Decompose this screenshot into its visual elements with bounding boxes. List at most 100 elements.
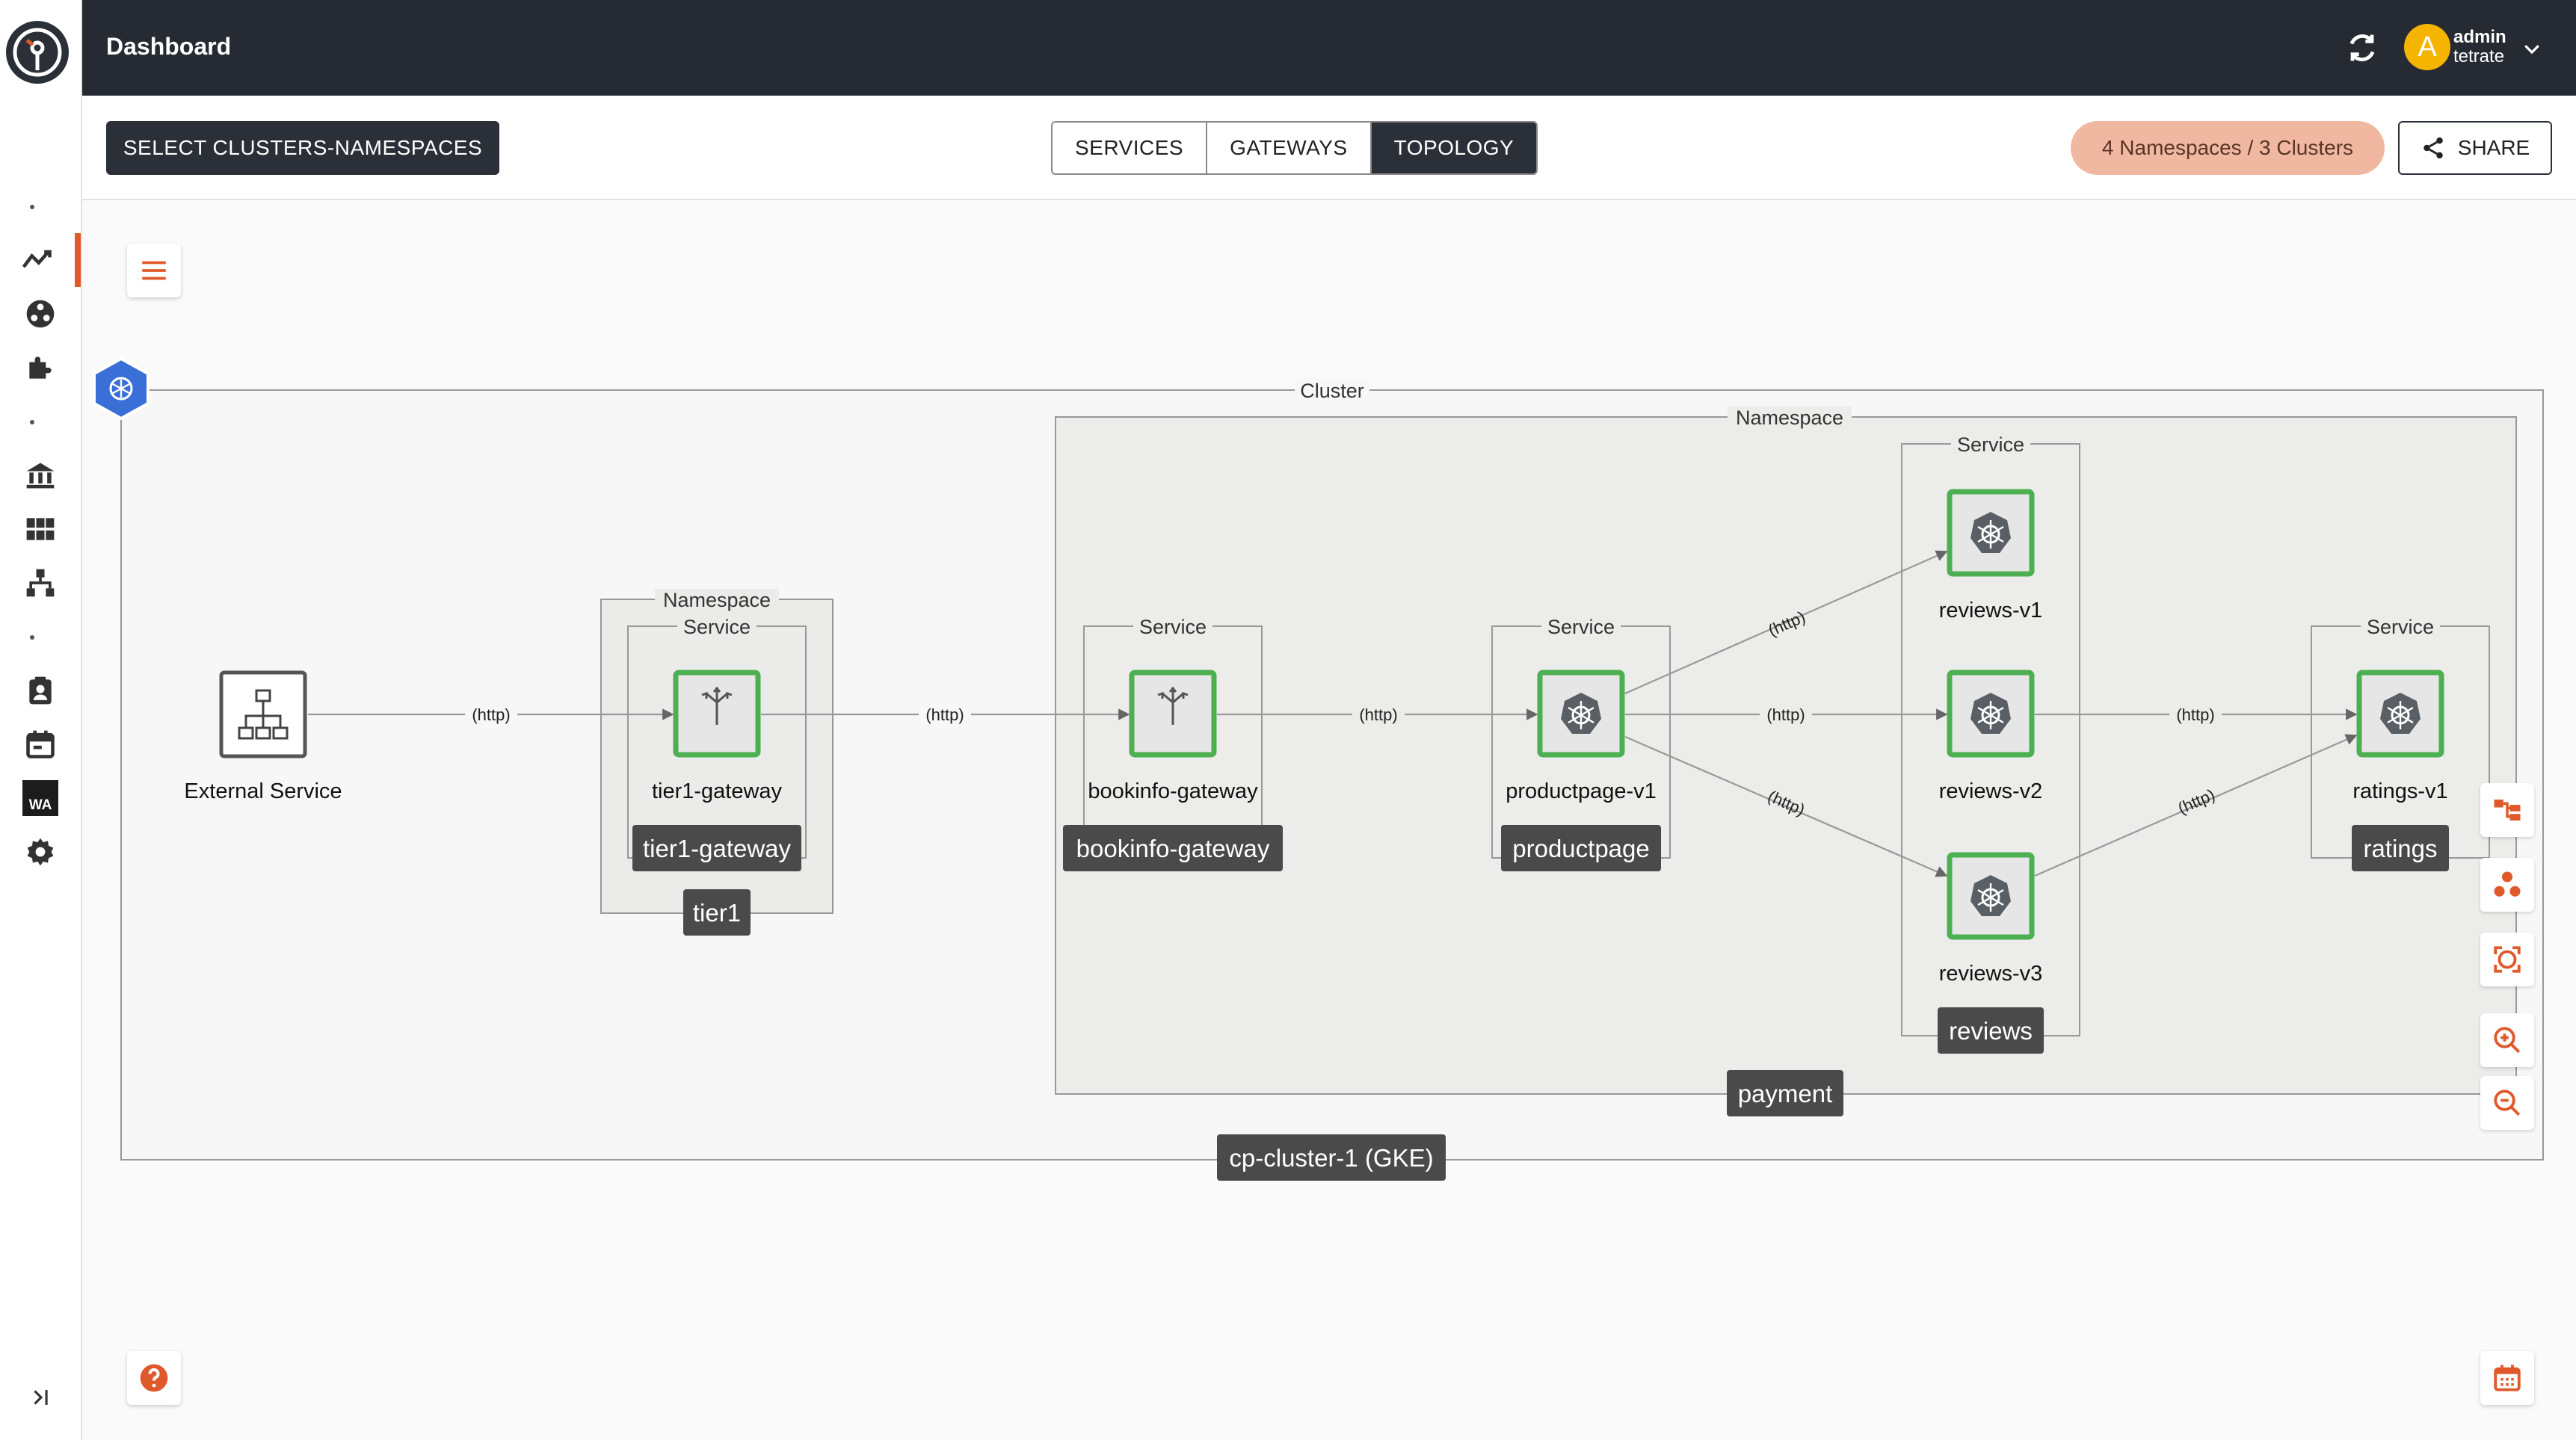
node-label: ratings-v1 bbox=[2352, 779, 2447, 803]
user-menu-toggle[interactable] bbox=[2521, 37, 2543, 60]
service-group-label: Service bbox=[683, 616, 751, 638]
time-range-button[interactable] bbox=[2480, 1351, 2534, 1405]
tree-layout-icon bbox=[2494, 800, 2521, 821]
topology-graph: Cluster Namespace Namespace Service Serv… bbox=[93, 356, 2544, 1181]
cluster-group-label: Cluster bbox=[1300, 380, 1364, 402]
settings-icon bbox=[27, 838, 54, 866]
node-reviews-v2[interactable] bbox=[1947, 670, 2035, 758]
sidebar-item-groups[interactable] bbox=[0, 556, 81, 610]
namespace-tag-payment[interactable] bbox=[1727, 1070, 1843, 1116]
user-name[interactable]: admin bbox=[2453, 27, 2506, 47]
node-label: productpage-v1 bbox=[1506, 779, 1657, 803]
organization-icon bbox=[26, 300, 55, 328]
node-label: reviews-v2 bbox=[1939, 779, 2043, 803]
refresh-icon bbox=[2349, 34, 2375, 61]
sidebar-item-audit[interactable] bbox=[0, 664, 81, 717]
share-icon bbox=[2424, 137, 2443, 159]
hierarchy-icon bbox=[26, 569, 55, 597]
sidebar-item-workspaces[interactable] bbox=[0, 502, 81, 556]
namespace-group-label: Namespace bbox=[663, 589, 771, 611]
node-reviews-v3[interactable] bbox=[1947, 852, 2035, 940]
help-icon bbox=[140, 1364, 168, 1392]
nav-separator bbox=[30, 420, 34, 424]
node-bookinfo-gateway[interactable] bbox=[1129, 670, 1217, 758]
share-button[interactable]: SHARE bbox=[2398, 121, 2552, 175]
refresh-button[interactable] bbox=[2343, 28, 2382, 67]
namespace-group-payment[interactable] bbox=[1055, 416, 2517, 1095]
clipboard-icon bbox=[29, 676, 52, 705]
edge-label: (http) bbox=[1766, 705, 1805, 724]
scope-badge[interactable]: 4 Namespaces / 3 Clusters bbox=[2071, 121, 2385, 175]
sidebar-collapse-button[interactable] bbox=[22, 1381, 60, 1414]
node-productpage-v1[interactable] bbox=[1537, 670, 1625, 758]
fit-to-screen-button[interactable] bbox=[2480, 933, 2534, 986]
tab-services[interactable]: SERVICES bbox=[1053, 123, 1208, 173]
top-bar: Dashboard A admin tetrate bbox=[82, 0, 2576, 96]
zoom-out-button[interactable] bbox=[2480, 1076, 2534, 1130]
layout-cluster-button[interactable] bbox=[2480, 858, 2534, 912]
namespace-tag-label: payment bbox=[1738, 1080, 1833, 1107]
cluster-hex-icon[interactable] bbox=[93, 356, 150, 421]
kubernetes-icon bbox=[2380, 693, 2421, 734]
node-external-service[interactable] bbox=[219, 670, 307, 758]
label-mask bbox=[1541, 616, 1621, 640]
label-mask bbox=[2361, 616, 2440, 640]
node-label: reviews-v1 bbox=[1939, 599, 2043, 622]
node-reviews-v1[interactable] bbox=[1947, 489, 2035, 577]
service-tag-tier1-gateway[interactable] bbox=[632, 825, 801, 871]
tetrate-logo[interactable] bbox=[6, 21, 69, 84]
calendar-icon bbox=[2494, 1365, 2521, 1391]
service-tag-label: tier1-gateway bbox=[643, 835, 792, 862]
left-sidebar: WA bbox=[0, 0, 82, 1440]
select-clusters-namespaces-button[interactable]: SELECT CLUSTERS-NAMESPACES bbox=[106, 121, 499, 175]
service-tag-bookinfo-gateway[interactable] bbox=[1063, 825, 1283, 871]
sidebar-item-metrics[interactable] bbox=[0, 233, 81, 287]
kubernetes-icon bbox=[1561, 693, 1601, 734]
layout-tree-button[interactable] bbox=[2480, 783, 2534, 837]
tab-gateways[interactable]: GATEWAYS bbox=[1207, 123, 1372, 173]
sidebar-item-wa[interactable]: WA bbox=[0, 771, 81, 825]
sidebar-item-settings[interactable] bbox=[0, 825, 81, 879]
kubernetes-icon bbox=[1970, 875, 2011, 916]
sidebar-item-schedule[interactable] bbox=[0, 717, 81, 771]
avatar[interactable]: A bbox=[2404, 24, 2450, 70]
service-tag-label: productpage bbox=[1512, 835, 1649, 862]
cluster-tag-label: cp-cluster-1 (GKE) bbox=[1229, 1144, 1433, 1172]
topology-canvas[interactable]: Cluster Namespace Namespace Service Serv… bbox=[82, 200, 2576, 1440]
tab-topology[interactable]: TOPOLOGY bbox=[1371, 123, 1537, 173]
zoom-in-button[interactable] bbox=[2480, 1013, 2534, 1067]
node-label: tier1-gateway bbox=[652, 779, 783, 803]
chevron-down-icon bbox=[2524, 45, 2539, 55]
user-organization[interactable]: tetrate bbox=[2453, 46, 2505, 67]
namespace-tag-tier1[interactable] bbox=[683, 889, 751, 936]
label-mask bbox=[655, 589, 779, 613]
label-mask bbox=[1760, 704, 1812, 725]
edge-productpage-reviews-v1[interactable] bbox=[1624, 550, 1948, 695]
service-group-label: Service bbox=[1139, 616, 1207, 638]
service-tag-ratings[interactable] bbox=[2352, 825, 2449, 871]
service-tag-label: ratings bbox=[2363, 835, 2437, 862]
kubernetes-icon bbox=[1970, 512, 2011, 553]
sidebar-item-organization[interactable] bbox=[0, 287, 81, 341]
sidebar-item-tenants[interactable] bbox=[0, 448, 81, 502]
nav-separator bbox=[30, 205, 34, 209]
edge-productpage-reviews-v3[interactable] bbox=[1624, 735, 1948, 877]
cluster-tag[interactable] bbox=[1217, 1134, 1446, 1181]
service-tag-label: bookinfo-gateway bbox=[1076, 835, 1270, 862]
zoom-out-icon bbox=[2494, 1090, 2521, 1116]
institution-icon bbox=[26, 463, 55, 489]
service-tag-productpage[interactable] bbox=[1501, 825, 1661, 871]
node-tier1-gateway[interactable] bbox=[673, 670, 761, 758]
edge-reviews-v3-ratings[interactable] bbox=[2034, 734, 2358, 877]
edge-label: (http) bbox=[925, 705, 964, 724]
view-tabs: SERVICES GATEWAYS TOPOLOGY bbox=[1051, 121, 1538, 175]
service-tag-reviews[interactable] bbox=[1938, 1007, 2044, 1054]
sidebar-item-extensions[interactable] bbox=[0, 341, 81, 395]
calendar-icon bbox=[26, 730, 55, 758]
help-button[interactable] bbox=[127, 1351, 181, 1405]
node-ratings-v1[interactable] bbox=[2356, 670, 2444, 758]
menu-button[interactable] bbox=[127, 244, 181, 297]
label-mask bbox=[1295, 378, 1369, 402]
namespace-group-label: Namespace bbox=[1736, 407, 1843, 429]
logo-mark bbox=[13, 28, 62, 77]
